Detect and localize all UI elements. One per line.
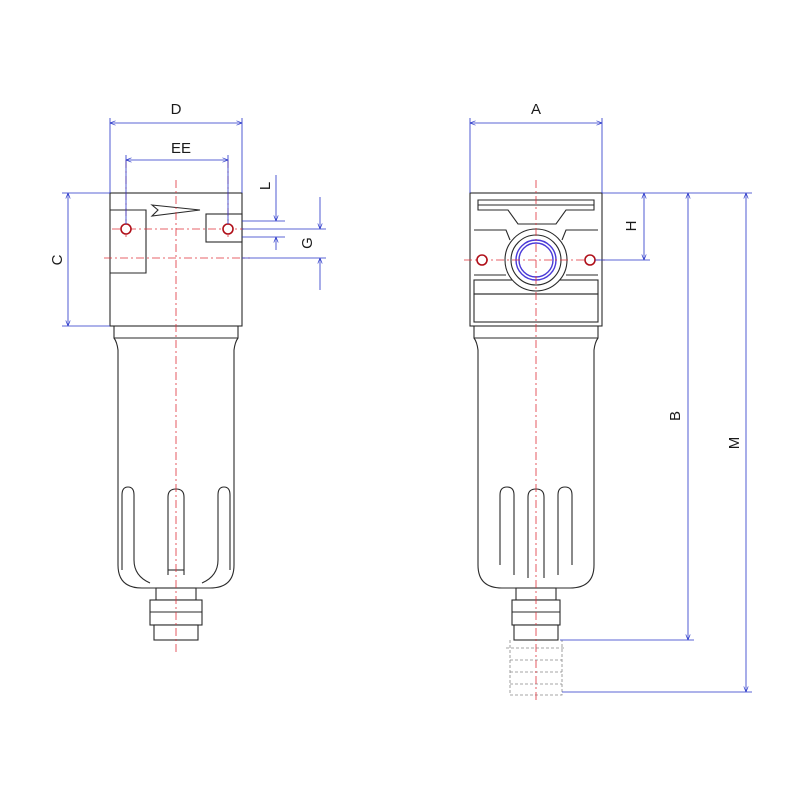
front-groove-right: [561, 229, 598, 276]
side-guard-slot-left: [121, 486, 151, 584]
front-guard-slot-left: [499, 486, 515, 575]
front-guard-slot-right: [557, 486, 573, 575]
dim-label-m: M: [726, 437, 743, 450]
dim-label-d: D: [171, 101, 182, 118]
side-mount-pad-left: [110, 209, 147, 274]
dim-label-a: A: [531, 101, 541, 118]
dim-label-g: G: [299, 237, 316, 249]
dim-label-ee: EE: [171, 140, 191, 157]
side-mount-pad-right: [205, 213, 243, 243]
front-view: A H B M: [464, 101, 752, 700]
side-head-neck: [113, 326, 239, 339]
dim-label-c: C: [49, 254, 66, 265]
dim-label-h: H: [623, 221, 640, 232]
front-mounting-hole-left: [476, 254, 488, 266]
dim-label-l: L: [257, 182, 274, 190]
mounting-hole-left: [120, 223, 132, 235]
front-mounting-hole-right: [584, 254, 596, 266]
mounting-hole-right: [222, 223, 234, 235]
front-top-recess: [477, 199, 595, 225]
flow-direction-arrow: [150, 204, 201, 217]
side-guard-slot-right: [201, 486, 231, 584]
front-groove-left: [474, 229, 511, 276]
dim-label-b: B: [667, 411, 684, 421]
front-head-neck: [473, 326, 599, 339]
side-view: D EE C L G: [49, 101, 326, 655]
